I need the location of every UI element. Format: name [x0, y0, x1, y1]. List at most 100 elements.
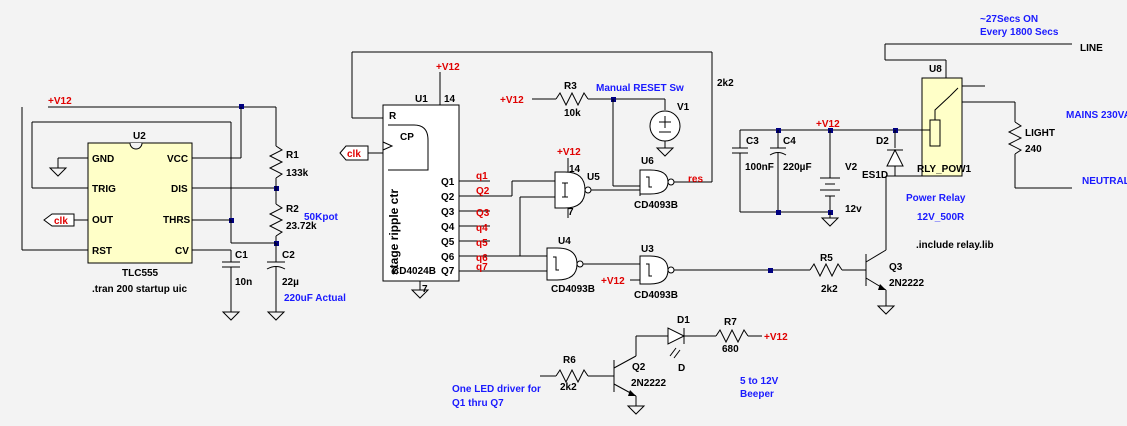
- q1-pin: Q1: [441, 177, 455, 188]
- r5-value: 2k2: [821, 284, 838, 295]
- r3-value: 10k: [564, 108, 581, 119]
- u1-cp-pin: CP: [400, 132, 414, 143]
- r1-ref: R1: [286, 150, 299, 161]
- include-directive: .include relay.lib: [916, 240, 994, 251]
- u2-part: TLC555: [122, 268, 159, 279]
- cap-actual-note: 220uF Actual: [284, 293, 346, 304]
- reset-section: +V12 R3 10k Manual RESET Sw V1 +V12 14 U…: [500, 81, 703, 218]
- c4-ref: C4: [783, 136, 796, 147]
- every-note: Every 1800 Secs: [980, 27, 1059, 38]
- r5-ref: R5: [820, 253, 833, 264]
- u2-gnd-pin: GND: [92, 154, 114, 165]
- u1-pin14: 14: [444, 94, 456, 105]
- v12-label-c4: +V12: [816, 119, 840, 130]
- c2-value: 22µ: [282, 277, 299, 288]
- u3-gate: [639, 255, 669, 285]
- u2-thrs-pin: THRS: [163, 215, 191, 226]
- tlc555-section: +V12 U2 GND VCC TRIG DIS OUT THRS RST CV…: [21, 96, 346, 321]
- r2-value: 23.72k: [286, 221, 317, 232]
- u3-part: CD4093B: [634, 290, 678, 301]
- u6-ref: U6: [641, 156, 654, 167]
- clk-out-label: clk: [54, 216, 68, 227]
- power-relay-note: Power Relay: [906, 193, 966, 204]
- u2-trig-pin: TRIG: [92, 184, 116, 195]
- beeper-note: Beeper: [740, 389, 774, 400]
- reset-2k2: 2k2: [717, 78, 734, 89]
- v2-ref: V2: [845, 162, 858, 173]
- u5-gate: [554, 171, 586, 209]
- light-value: 240: [1025, 144, 1042, 155]
- q4-net: q4: [476, 223, 488, 234]
- u5-ref: U5: [587, 172, 600, 183]
- es1d-part: ES1D: [862, 170, 888, 181]
- u5-pin7: 7: [568, 207, 574, 218]
- v2-value: 12v: [845, 204, 862, 215]
- tlc555-chip: [87, 142, 193, 264]
- v12-label-555: +V12: [48, 96, 72, 107]
- beeper-range-note: 5 to 12V: [740, 376, 779, 387]
- v12-label-u1: +V12: [436, 62, 460, 73]
- r7-value: 680: [722, 344, 739, 355]
- manual-reset-note: Manual RESET Sw: [596, 83, 684, 94]
- d1-type: D: [678, 363, 685, 374]
- d2-ref: D2: [876, 136, 889, 147]
- led-driver-section: D1 D R7 680 +V12 5 to 12V Beeper R6 2k2 …: [452, 315, 788, 415]
- c3-value: 100nF: [745, 162, 774, 173]
- u6-gate: [639, 169, 669, 195]
- q5-pin: Q5: [441, 237, 455, 248]
- r6-ref: R6: [563, 355, 576, 366]
- cd4024-section: 2k2 +V12 U1 14 R CP clk stage ripple ctr…: [339, 51, 734, 299]
- u3-ref: U3: [641, 244, 654, 255]
- q2-pin: Q2: [441, 192, 455, 203]
- relay-u8: [921, 77, 963, 177]
- q2-net: Q2: [476, 186, 490, 197]
- u5-pin14: 14: [569, 164, 581, 175]
- c1-ref: C1: [235, 250, 248, 261]
- res-net: res: [688, 174, 703, 185]
- r6-value: 2k2: [560, 382, 577, 393]
- led-note-2: Q1 thru Q7: [452, 398, 504, 409]
- neutral-label: NEUTRAL: [1082, 176, 1127, 187]
- rly-part: RLY_POW1: [917, 164, 972, 175]
- u2-out-pin: OUT: [92, 215, 113, 226]
- tran-directive: .tran 200 startup uic: [92, 284, 187, 295]
- q2-ref: Q2: [632, 362, 646, 373]
- u2-ref: U2: [133, 131, 146, 142]
- q1-net: q1: [476, 171, 488, 182]
- v1-ref: V1: [677, 102, 690, 113]
- mains-label: MAINS 230VAC: [1066, 110, 1127, 121]
- decode-section: U4 CD4093B U3 CD4093B +V12 R5 2k2 Q3 2N2…: [519, 197, 924, 315]
- q6-net: q6: [476, 253, 488, 264]
- cd4024-chip: [382, 104, 460, 282]
- u2-cv-pin: CV: [175, 246, 189, 257]
- r3-ref: R3: [564, 81, 577, 92]
- relay-rating-note: 12V_500R: [917, 212, 965, 223]
- q6-pin: Q6: [441, 252, 455, 263]
- u2-vcc-pin: VCC: [167, 154, 188, 165]
- c2-ref: C2: [282, 250, 295, 261]
- u1-pin7: 7: [422, 284, 428, 295]
- v12-label-u5: +V12: [557, 147, 581, 158]
- u2-dis-pin: DIS: [171, 184, 188, 195]
- u4-ref: U4: [558, 236, 571, 247]
- r7-ref: R7: [724, 317, 737, 328]
- u1-ref: U1: [415, 94, 428, 105]
- line-label: LINE: [1080, 43, 1103, 54]
- u1-part: CD4024B: [392, 266, 436, 277]
- u4-gate: [546, 247, 578, 281]
- q3-net: Q3: [476, 208, 490, 219]
- r2-ref: R2: [286, 204, 299, 215]
- u1-title: stage ripple ctr: [387, 189, 401, 275]
- pot-note: 50Kpot: [304, 212, 339, 223]
- u4-part: CD4093B: [551, 284, 595, 295]
- c4-value: 220µF: [783, 162, 812, 173]
- v12-label-r7: +V12: [764, 332, 788, 343]
- u8-ref: U8: [929, 64, 942, 75]
- v12-label-r3: +V12: [500, 95, 524, 106]
- d1-ref: D1: [677, 315, 690, 326]
- relay-section: +V12 C3 100nF C4 220µF V2 12v: [732, 14, 1127, 251]
- q7-pin: Q7: [441, 266, 455, 277]
- q4-pin: Q4: [441, 222, 455, 233]
- q2-part: 2N2222: [631, 378, 666, 389]
